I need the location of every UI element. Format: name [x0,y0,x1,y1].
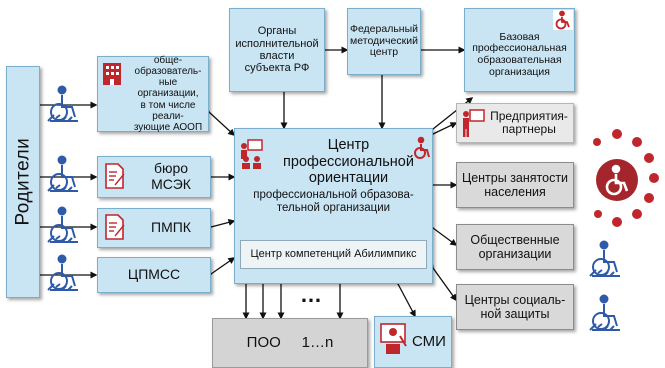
media-reporter-icon [380,323,407,354]
partner-enterprises-label: Предприятия- партнеры [490,108,568,136]
employment-centers-label: Центры занятости населения [461,171,569,199]
employment-centers-box: Центры занятости населения [456,162,574,208]
presenter-icon [463,109,485,137]
federal-method-center-label: Федеральный методический центр [349,22,419,59]
federal-method-center-box: Федеральный методический центр [347,8,421,75]
poo-box: ПОО 1…n [212,318,368,368]
wheelchair-icon [47,85,78,122]
wheelchair-icon [47,206,78,243]
wheelchair-icon [47,254,78,291]
wheelchair-icon [47,155,78,192]
general-education-label: обще- образователь- ные организации, в т… [133,54,203,133]
social-protection-centers-box: Центры социаль- ной защиты [456,284,574,330]
media-label: СМИ [412,332,446,350]
parents-box: Родители [6,66,40,298]
executive-authorities-box: Органы исполнительной власти субъекта РФ [229,8,325,92]
accessibility-icon [414,136,430,159]
center-subtitle: профессиональной образова- тельной орган… [253,189,414,214]
cpmss-label: ЦПМСС [127,266,181,283]
parents-label: Родители [12,138,34,226]
presentation-people-icon [241,139,263,169]
msek-label: бюро МСЭК [151,160,191,192]
executive-authorities-label: Органы исполнительной власти субъекта РФ [235,25,319,75]
accessibility-emblem-icon [593,129,659,227]
ellipsis-label: … [300,282,324,307]
document-pen-icon [105,214,125,240]
poo-label: ПОО 1…n [246,333,334,351]
center-title: Центр профессиональной ориентации [283,137,414,187]
building-icon [103,63,121,85]
abilimpics-label: Центр компетенций Абилимпикс [250,248,417,261]
pmpk-label: ПМПК [151,219,191,236]
public-organizations-box: Общественные организации [456,224,574,270]
abilimpics-center-box: Центр компетенций Абилимпикс [240,240,427,269]
wheelchair-icon [589,240,620,277]
base-professional-org-label: Базовая профессиональная образовательная… [472,30,567,78]
accessibility-icon [553,10,573,30]
wheelchair-icon [589,294,620,331]
public-organizations-label: Общественные организации [470,233,560,261]
cpmss-box: ЦПМСС [97,257,211,293]
social-protection-centers-label: Центры социаль- ной защиты [464,293,566,321]
document-pen-icon [105,163,125,189]
